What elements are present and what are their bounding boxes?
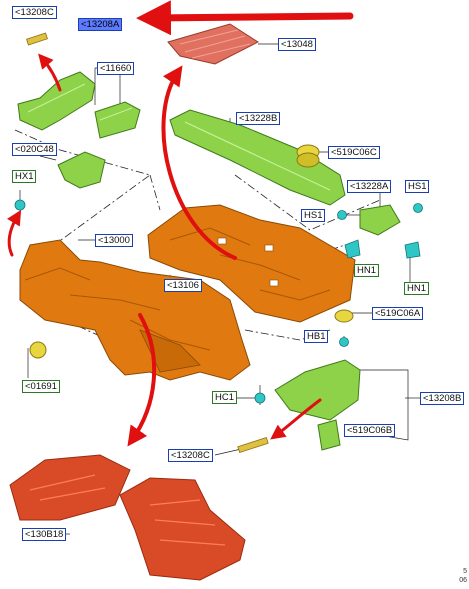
label-13208B[interactable]: <13208B: [420, 392, 465, 405]
label-13208C-bottom[interactable]: <13208C: [168, 449, 213, 462]
label-11660[interactable]: <11660: [97, 62, 135, 75]
label-13228B[interactable]: <13228B: [236, 112, 281, 125]
rear-mat-13048: [167, 23, 260, 65]
label-130B18[interactable]: <130B18: [22, 528, 67, 541]
fasteners: [14, 199, 423, 404]
plugs: [29, 144, 354, 359]
footer-code-line1: 5: [463, 568, 467, 575]
label-13208A-top[interactable]: <13208A: [78, 18, 123, 31]
label-hc1[interactable]: HC1: [212, 391, 238, 404]
label-519C06B[interactable]: <519C06B: [344, 424, 396, 437]
label-hx1[interactable]: HX1: [12, 170, 37, 183]
sill-plate-13208B: [274, 359, 361, 451]
label-13208C-top[interactable]: <13208C: [12, 6, 57, 19]
label-020C48[interactable]: <020C48: [12, 143, 57, 156]
label-13048[interactable]: <13048: [278, 38, 316, 51]
label-hs1-left[interactable]: HS1: [301, 209, 326, 222]
bracket-13228A: [359, 204, 401, 236]
pad-13208C-bottom: [237, 437, 269, 453]
front-floor-mat: [9, 454, 246, 581]
red-arrows: [6, 0, 354, 447]
pad-13208C-top: [26, 32, 48, 46]
label-519C06A[interactable]: <519C06A: [372, 307, 424, 320]
label-01691[interactable]: <01691: [22, 380, 60, 393]
label-hn1-b[interactable]: HN1: [404, 282, 430, 295]
sill-plate-left-front: [17, 71, 141, 139]
label-hn1-a[interactable]: HN1: [354, 264, 380, 277]
label-13228A[interactable]: <13228A: [347, 180, 392, 193]
label-hs1-right[interactable]: HS1: [405, 180, 430, 193]
bracket-020C48: [57, 151, 106, 189]
footer-code-line2: 06: [459, 577, 467, 584]
label-hb1[interactable]: HB1: [304, 330, 329, 343]
sill-plate-13228B: [169, 109, 346, 206]
label-13000[interactable]: <13000: [95, 234, 133, 247]
label-519C06C[interactable]: <519C06C: [328, 146, 380, 159]
label-13106[interactable]: <13106: [164, 279, 202, 292]
